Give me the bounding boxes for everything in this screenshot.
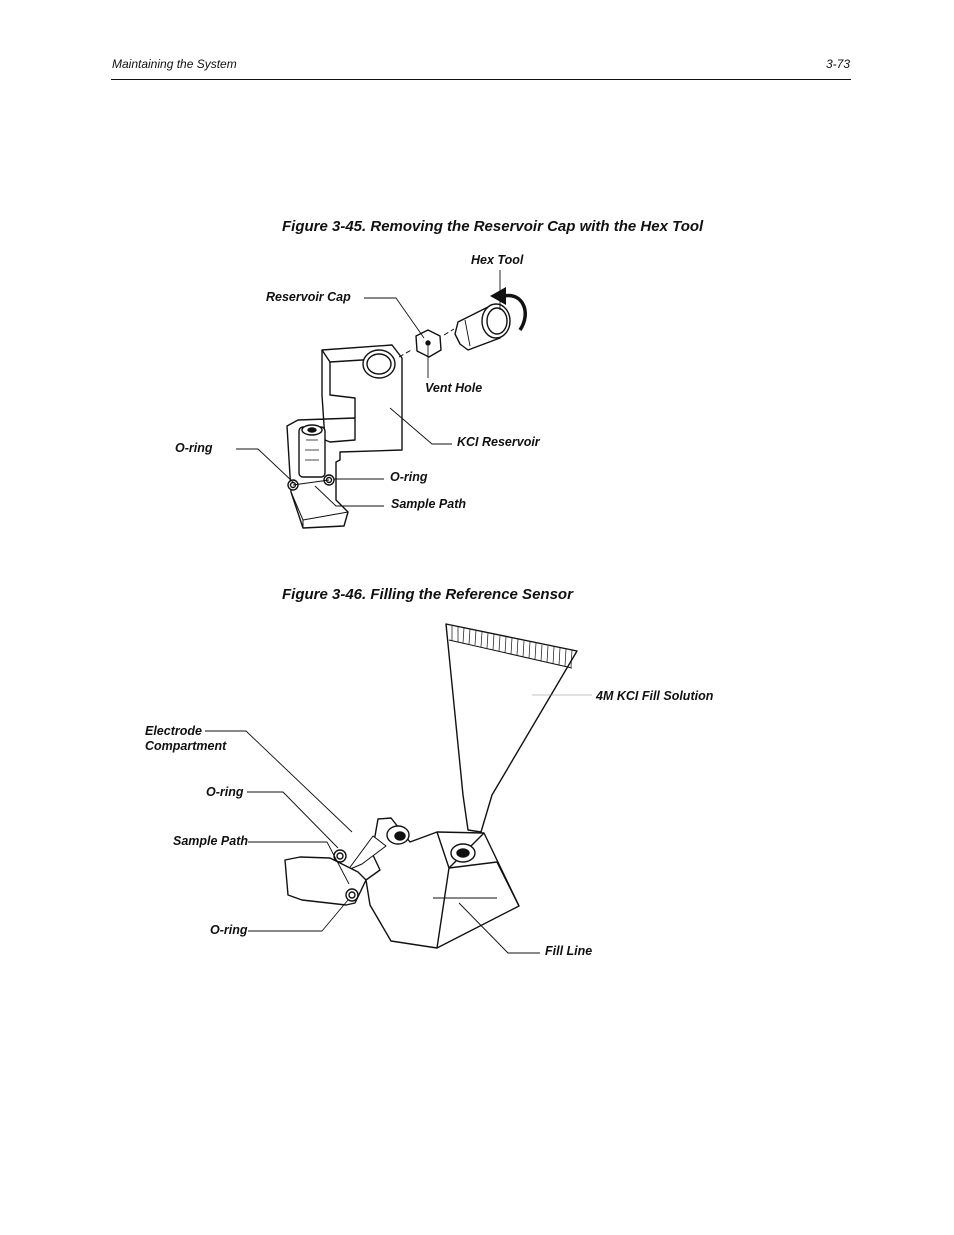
label-reservoir-cap: Reservoir Cap [266,290,351,304]
label-kcl-reservoir: KCI Reservoir [457,435,540,449]
label-o-ring-right: O-ring [390,470,428,484]
page-number: 3-73 [825,57,850,71]
label-hex-tool: Hex Tool [471,253,524,267]
rotation-arrow [503,293,527,331]
label-o-ring-bottom: O-ring [210,923,248,937]
label-fill-line: Fill Line [545,944,593,958]
label-fill-solution: 4M KCI Fill Solution [596,689,714,703]
label-electrode-line1: Electrode [145,724,202,738]
label-sample-path: Sample Path [391,497,467,511]
header-rule [111,79,851,80]
fill-funnel [445,623,578,833]
label-o-ring-top: O-ring [206,785,244,799]
label-vent-hole: Vent Hole [425,381,483,395]
label-electrode-compartment: Electrode Compartment [145,724,226,754]
label-sample-path-46: Sample Path [173,834,249,848]
figure-46-caption: Figure 3-46. Filling the Reference Senso… [282,586,573,603]
running-header-title: Maintaining the System [112,57,237,71]
label-electrode-line2: Compartment [145,739,227,753]
figure-45-caption: Figure 3-45. Removing the Reservoir Cap … [282,218,704,235]
label-o-ring-left: O-ring [175,441,213,455]
